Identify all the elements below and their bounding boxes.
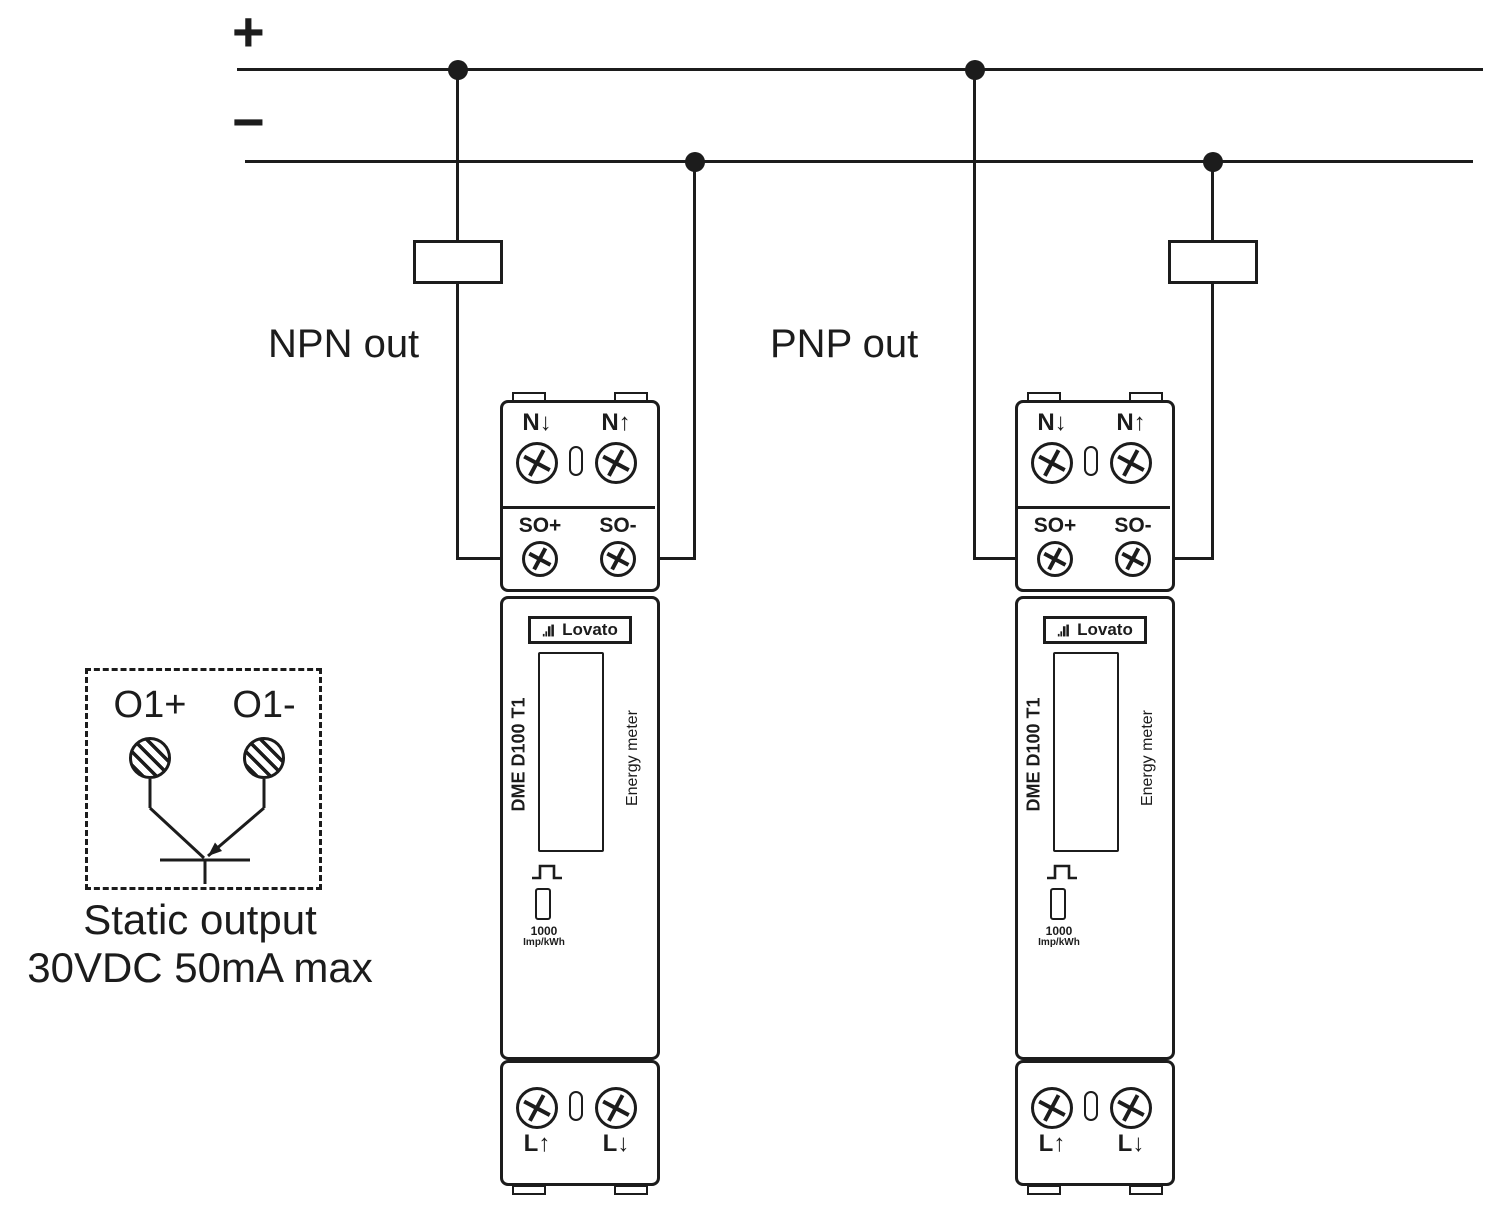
brand-name: Lovato xyxy=(1077,620,1133,639)
pnp-out-label: PNP out xyxy=(770,322,919,366)
plus-rail-label: + xyxy=(232,0,265,63)
terminal-window xyxy=(569,1091,583,1121)
pulse-rate-value: 1000 xyxy=(530,924,558,938)
resistor-npn xyxy=(413,240,503,284)
brand-logo-box: Lovato xyxy=(1043,616,1147,644)
screw-terminal-so-plus xyxy=(522,541,558,577)
screw-terminal-neutral-out xyxy=(1110,442,1152,484)
lcd-display xyxy=(1053,652,1119,852)
lovato-logo-bars-icon xyxy=(542,624,555,636)
wire-resistor-to-so-minus-right xyxy=(1211,284,1214,560)
wire-resistor-to-so-plus-left xyxy=(456,284,459,560)
terminal-block-divider xyxy=(502,506,655,509)
wire-into-so-minus-right xyxy=(1149,557,1214,560)
screw-terminal-so-minus xyxy=(600,541,636,577)
pulse-led-icon xyxy=(535,888,551,920)
static-output-detail-box xyxy=(85,668,322,890)
o1-minus-terminal-screw xyxy=(243,737,285,779)
pulse-rate-unit: Imp/kWh xyxy=(1038,937,1080,948)
terminal-window xyxy=(1084,1091,1098,1121)
o1-minus-label: O1- xyxy=(232,684,296,726)
screw-terminal-neutral-out xyxy=(595,442,637,484)
static-output-caption-line2: 30VDC 50mA max xyxy=(27,944,373,991)
o1-plus-terminal-screw xyxy=(129,737,171,779)
resistor-pnp xyxy=(1168,240,1258,284)
minus-rail-label: − xyxy=(232,90,265,153)
model-label: DME D100 T1 xyxy=(508,697,529,812)
terminal-label-so-minus: SO- xyxy=(1114,514,1152,537)
emitter-arrow-icon xyxy=(208,842,222,856)
terminal-window xyxy=(569,446,583,476)
lcd-display xyxy=(538,652,604,852)
open-collector-transistor-symbol xyxy=(148,779,266,884)
terminal-label-neutral-in: N↓ xyxy=(522,409,552,436)
terminal-label-line-in: L↑ xyxy=(1038,1130,1066,1157)
wire-plus-to-resistor-left xyxy=(456,70,459,240)
terminal-label-neutral-out: N↑ xyxy=(1116,409,1146,436)
terminal-label-so-plus: SO+ xyxy=(1033,514,1077,537)
terminal-label-so-minus: SO- xyxy=(599,514,637,537)
screw-terminal-line-out xyxy=(1110,1087,1152,1129)
terminal-label-so-plus: SO+ xyxy=(518,514,562,537)
model-label: DME D100 T1 xyxy=(1023,697,1044,812)
npn-out-label: NPN out xyxy=(268,322,420,366)
terminal-label-line-out: L↓ xyxy=(602,1130,630,1157)
wire-into-so-plus-left xyxy=(456,557,523,560)
din-tab xyxy=(1027,1185,1061,1195)
brand-name: Lovato xyxy=(562,620,618,639)
device-type-label: Energy meter xyxy=(1139,709,1156,807)
wire-plus-to-so-plus-right xyxy=(973,70,976,560)
pulse-rate-unit: Imp/kWh xyxy=(523,937,565,948)
terminal-label-line-out: L↓ xyxy=(1117,1130,1145,1157)
screw-terminal-line-out xyxy=(595,1087,637,1129)
terminal-label-neutral-out: N↑ xyxy=(601,409,631,436)
pulse-output-icon xyxy=(1047,864,1077,880)
pulse-rate-value: 1000 xyxy=(1045,924,1073,938)
lovato-logo-bars-icon xyxy=(1057,624,1070,636)
screw-terminal-neutral-in xyxy=(516,442,558,484)
terminal-block-divider xyxy=(1017,506,1170,509)
energy-meter-right: N↓ N↑ SO+ SO- Lovato DME D100 T1 Energy … xyxy=(1015,392,1175,1196)
terminal-label-line-in: L↑ xyxy=(523,1130,551,1157)
din-tab xyxy=(512,1185,546,1195)
energy-meter-left: N↓ N↑ SO+ SO- Lovato DME D100 T1 Energy … xyxy=(500,392,660,1196)
din-tab xyxy=(614,1185,648,1195)
screw-terminal-so-plus xyxy=(1037,541,1073,577)
screw-terminal-neutral-in xyxy=(1031,442,1073,484)
screw-terminal-so-minus xyxy=(1115,541,1151,577)
static-output-caption-line1: Static output xyxy=(83,896,317,943)
pulse-output-icon xyxy=(532,864,562,880)
screw-terminal-line-in xyxy=(1031,1087,1073,1129)
plus-rail-wire xyxy=(237,68,1483,71)
terminal-label-neutral-in: N↓ xyxy=(1037,409,1067,436)
din-tab xyxy=(1129,1185,1163,1195)
minus-rail-wire xyxy=(245,160,1473,163)
o1-plus-label: O1+ xyxy=(113,684,187,726)
terminal-window xyxy=(1084,446,1098,476)
wire-minus-to-so-minus-left xyxy=(693,162,696,560)
device-type-label: Energy meter xyxy=(624,709,641,807)
screw-terminal-line-in xyxy=(516,1087,558,1129)
wire-into-so-plus-right xyxy=(973,557,1039,560)
wire-into-so-minus-left xyxy=(634,557,696,560)
brand-logo-box: Lovato xyxy=(528,616,632,644)
wire-minus-to-resistor-right xyxy=(1211,162,1214,240)
pulse-led-icon xyxy=(1050,888,1066,920)
